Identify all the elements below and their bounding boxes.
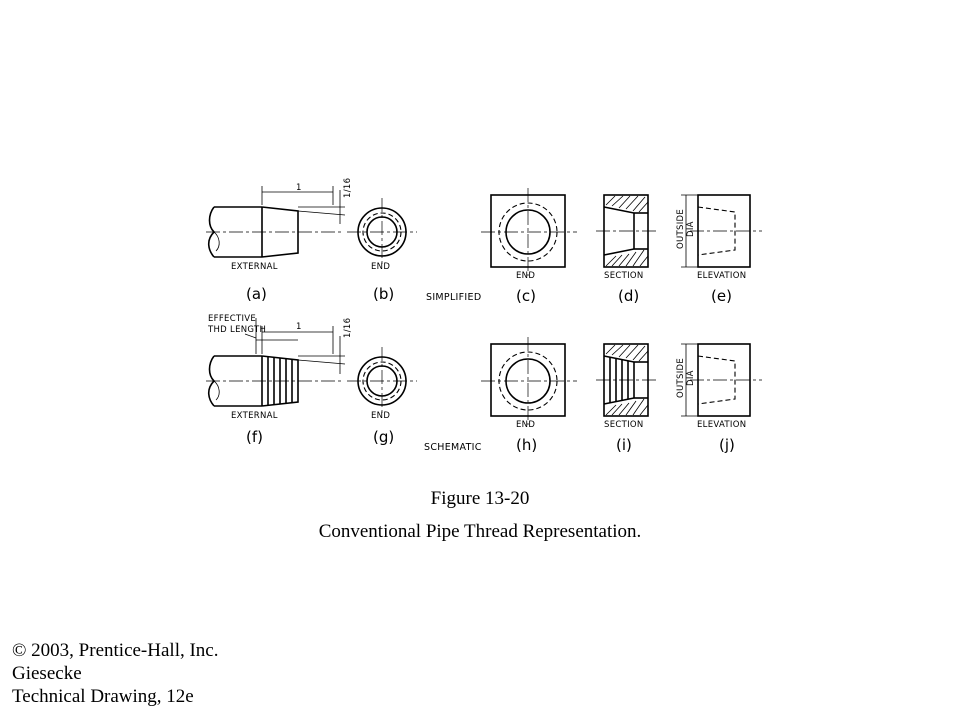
section-label-d: SECTION [604, 271, 644, 281]
frac-label-a: 1/16 [343, 178, 353, 198]
panel-label-h: (h) [516, 436, 537, 454]
panel-label-f: (f) [246, 428, 263, 446]
panel-label-j: (j) [719, 436, 735, 454]
section-view-schematic [596, 343, 656, 417]
external-view-schematic: 1 [206, 318, 346, 407]
figure-title: Conventional Pipe Thread Representation. [318, 521, 642, 542]
end-label-h: END [516, 420, 535, 430]
section-label-i: SECTION [604, 420, 644, 430]
section-view-simplified [596, 194, 656, 268]
panel-label-g: (g) [373, 428, 394, 446]
panel-label-e: (e) [711, 287, 732, 305]
outside-dia-label-j2: DIA [686, 370, 696, 386]
external-view-simplified: 1 [206, 183, 346, 258]
row-label-simplified: SIMPLIFIED [426, 292, 481, 303]
end-view-simplified-c [481, 188, 577, 276]
panel-label-b: (b) [373, 285, 394, 303]
row-label-schematic: SCHEMATIC [424, 442, 482, 453]
panel-label-d: (d) [618, 287, 639, 305]
figure-number: Figure 13-20 [430, 488, 530, 509]
end-view-schematic-h [481, 337, 577, 425]
book-title-text: Technical Drawing, 12e [12, 686, 194, 707]
frac-label-f: 1/16 [343, 318, 353, 338]
end-view-schematic-g [347, 347, 417, 415]
external-label-a: EXTERNAL [231, 262, 278, 272]
end-label-b: END [371, 262, 390, 272]
svg-text:1: 1 [296, 183, 302, 193]
panel-label-c: (c) [516, 287, 536, 305]
outside-dia-label-j1: OUTSIDE [676, 358, 686, 398]
effective-label-1: EFFECTIVE [208, 314, 256, 324]
external-label-f: EXTERNAL [231, 411, 278, 421]
panel-label-a: (a) [246, 285, 267, 303]
svg-text:1: 1 [296, 322, 302, 332]
end-view-simplified-b [347, 198, 417, 266]
elevation-label-e: ELEVATION [697, 271, 746, 281]
effective-label-2: THD LENGTH [207, 325, 266, 335]
outside-dia-label-e2: DIA [686, 221, 696, 237]
panel-label-i: (i) [616, 436, 632, 454]
elevation-view-simplified [681, 194, 762, 268]
end-label-c: END [516, 271, 535, 281]
outside-dia-label-e1: OUTSIDE [676, 209, 686, 249]
copyright-text: © 2003, Prentice-Hall, Inc. [12, 640, 219, 661]
elevation-view-schematic [681, 343, 762, 417]
author-text: Giesecke [12, 663, 82, 684]
elevation-label-j: ELEVATION [697, 420, 746, 430]
end-label-g: END [371, 411, 390, 421]
